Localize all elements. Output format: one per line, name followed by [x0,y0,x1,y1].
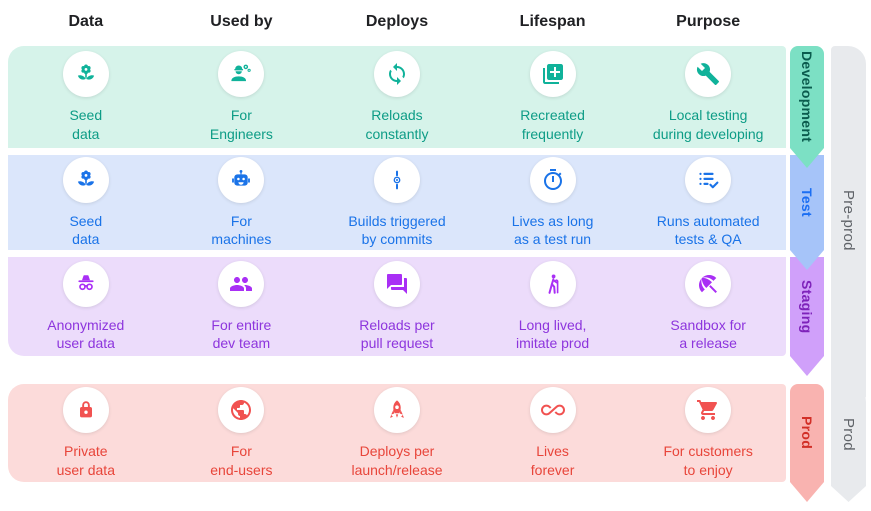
cell-test-purpose: Runs automated tests & QA [630,155,786,250]
cell-prod-data: Private user data [8,384,164,482]
cell-label: For Engineers [209,107,273,142]
cell-label: Reloads constantly [365,107,429,142]
ribbon-test: Test [790,155,824,270]
timer-icon [529,156,576,203]
cell-label: Sandbox for a release [670,316,746,352]
cell-label: For entire dev team [211,316,272,352]
cell-prod-lifespan: Lives forever [475,384,631,482]
cell-test-data: Seed data [8,155,164,250]
cart-icon [685,387,732,433]
ribbon-development: Development [790,46,824,168]
cell-label: Seed data [69,212,103,248]
column-header-purpose: Purpose [676,13,741,30]
cell-development-used-by: For Engineers [164,46,320,148]
infinity-icon [529,387,576,433]
row-prod: Private user data For end-users [8,384,786,482]
cell-development-lifespan: Recreated frequently [475,46,631,148]
cell-test-used-by: For machines [164,155,320,250]
engineer-icon [218,51,265,97]
column-headers: Data Used by Deploys Lifespan Purpose [8,13,786,31]
cell-label: Seed data [69,107,103,142]
lock-icon [62,387,109,433]
cell-label: Reloads per pull request [359,316,435,352]
cell-staging-data: Anonymized user data [8,257,164,356]
ribbon-staging-label: Staging [799,279,815,334]
column-header-lifespan: Lifespan [519,13,586,30]
incognito-icon [62,260,109,307]
sync-icon [373,51,420,97]
ribbon-test-label: Test [799,188,815,217]
panel-prod-label: Prod [840,417,857,451]
wrench-icon [685,51,732,97]
cell-label: For machines [211,212,272,248]
cell-label: Lives as long as a test run [511,212,594,248]
cell-label: Runs automated tests & QA [656,212,760,248]
column-header-data: Data [68,13,104,30]
panel-pre-prod: Pre-prod [831,46,866,413]
beach-umbrella-icon [685,260,732,307]
hiking-icon [529,260,576,307]
cell-test-lifespan: Lives as long as a test run [475,155,631,250]
ribbon-prod-label: Prod [799,416,815,450]
cell-test-deploys: Builds triggered by commits [319,155,475,250]
cell-development-deploys: Reloads constantly [319,46,475,148]
commit-icon [373,156,420,203]
cell-development-data: Seed data [8,46,164,148]
cell-staging-lifespan: Long lived, imitate prod [475,257,631,356]
row-development: Seed data For Engineers [8,46,786,148]
cell-label: Lives forever [530,443,575,478]
cell-staging-deploys: Reloads per pull request [319,257,475,356]
cell-label: Private user data [56,443,115,478]
column-header-deploys: Deploys [365,13,429,30]
cell-label: Long lived, imitate prod [516,316,590,352]
rocket-icon [373,387,420,433]
cell-label: Anonymized user data [47,316,125,352]
cell-prod-purpose: For customers to enjoy [630,384,786,482]
cell-prod-deploys: Deploys per launch/release [319,384,475,482]
ribbon-development-label: Development [799,51,815,143]
cell-label: For customers to enjoy [663,443,753,478]
cell-label: Recreated frequently [520,107,585,142]
seed-icon [62,51,109,97]
column-header-used-by: Used by [210,13,273,30]
cell-label: Local testing during developing [652,107,764,142]
group-icon [218,260,265,307]
forum-icon [373,260,420,307]
library-add-icon [529,51,576,97]
panel-prod: Prod [831,384,866,502]
ribbon-staging: Staging [790,257,824,376]
row-staging: Anonymized user data For entire dev team [8,257,786,356]
cell-staging-purpose: Sandbox for a release [630,257,786,356]
cell-label: For end-users [210,443,273,478]
globe-icon [218,387,265,433]
cell-label: Builds triggered by commits [348,212,446,248]
panel-pre-prod-label: Pre-prod [840,190,857,251]
cell-prod-used-by: For end-users [164,384,320,482]
cell-development-purpose: Local testing during developing [630,46,786,148]
ribbon-prod: Prod [790,384,824,502]
robot-icon [218,156,265,203]
seed-icon [62,156,109,203]
checklist-icon [685,156,732,203]
cell-staging-used-by: For entire dev team [164,257,320,356]
cell-label: Deploys per launch/release [351,443,443,478]
row-test: Seed data For machines [8,155,786,250]
